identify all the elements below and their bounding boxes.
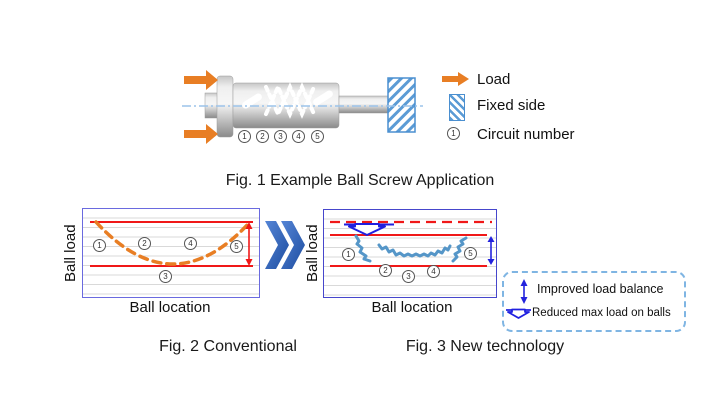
fig2-circuit-1: 1: [93, 239, 106, 252]
fig3-caption: Fig. 3 New technology: [405, 338, 565, 355]
improved-load-balance-icon: [520, 279, 528, 304]
fig2-x-axis-label: Ball location: [129, 299, 211, 316]
fig2-caption: Fig. 2 Conventional: [159, 338, 297, 355]
ball-screw-diagram: [182, 70, 423, 144]
fig3-circuit-2: 2: [379, 264, 392, 277]
ball-circuit-slots: [242, 90, 333, 109]
annotation-legend-box: Improved load balance Reduced max load o…: [502, 271, 686, 332]
fig2-plot-area: [82, 208, 260, 298]
reduced-max-load-icon: [506, 308, 531, 319]
fig3-circuit-4: 4: [427, 265, 440, 278]
circuit-number-1: 1: [238, 130, 251, 143]
fig2-plot-graphics: [90, 220, 253, 267]
fig3-x-axis-label: Ball location: [371, 299, 453, 316]
transition-chevron-icon: [265, 221, 305, 269]
circuit-number-legend-label: Circuit number: [477, 126, 575, 143]
fig2-load-range-arrow: [245, 222, 253, 266]
circuit-number-icon: 1: [447, 127, 460, 140]
load-legend-label: Load: [477, 71, 511, 88]
circuit-number-4: 4: [292, 130, 305, 143]
fig2-y-axis-label: Ball load: [62, 224, 79, 282]
circuit-number-3: 3: [274, 130, 287, 143]
fig1-caption: Fig. 1 Example Ball Screw Application: [225, 172, 495, 189]
fig3-load-range-arrow: [487, 236, 495, 265]
reduced-max-load-label: Reduced max load on balls: [532, 307, 671, 319]
ball-circuit-helix: [264, 82, 316, 119]
fixed-side-legend-label: Fixed side: [477, 97, 546, 114]
load-arrow-bottom: [184, 124, 218, 144]
circuit-number-5: 5: [311, 130, 324, 143]
fig3-reduced-load-arrow: [344, 223, 394, 236]
fig3-y-axis-label: Ball load: [304, 224, 321, 282]
circuit-number-2: 2: [256, 130, 269, 143]
improved-load-balance-label: Improved load balance: [537, 282, 664, 296]
fig3-circuit-1: 1: [342, 248, 355, 261]
fig3-load-curve: [354, 234, 468, 263]
fig3-plot-graphics: [330, 220, 495, 267]
load-arrow-icon: [442, 72, 469, 86]
screw-shaft-right: [338, 95, 390, 114]
fig2-load-curve: [94, 220, 252, 266]
fig2-circuit-5: 5: [230, 240, 243, 253]
fixed-side-block: [387, 77, 416, 133]
fixed-side-icon: [449, 94, 465, 121]
fig3-circuit-3: 3: [402, 270, 415, 283]
fig2-circuit-4: 4: [184, 237, 197, 250]
fig2-circuit-2: 2: [138, 237, 151, 250]
load-arrow-top: [184, 70, 218, 90]
fig3-circuit-5: 5: [464, 247, 477, 260]
fig2-circuit-3: 3: [159, 270, 172, 283]
